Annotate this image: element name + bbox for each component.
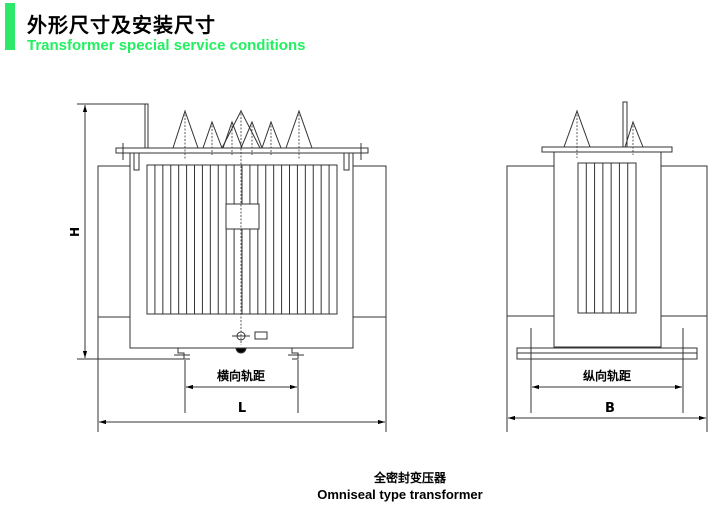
left-side-block xyxy=(506,165,555,317)
width-label: B xyxy=(605,401,615,416)
rail-label-side: 纵向轨距 xyxy=(583,368,631,383)
right-side-block xyxy=(660,165,708,317)
side-view xyxy=(506,101,708,432)
left-side-block xyxy=(97,165,131,318)
ground-icon xyxy=(235,347,247,354)
rail-label-front: 横向轨距 xyxy=(217,368,265,383)
caption-en: Omniseal type transformer xyxy=(317,487,483,502)
bushings-front xyxy=(172,109,313,160)
feet xyxy=(174,348,304,360)
right-side-block xyxy=(352,165,387,318)
accent-bar xyxy=(5,3,15,50)
caption-cn: 全密封变压器 xyxy=(373,471,446,485)
cover-plate xyxy=(115,147,369,154)
front-view xyxy=(77,103,387,432)
tank-side xyxy=(553,151,662,348)
radiator-fins-front xyxy=(146,164,338,315)
cover-plate-side xyxy=(541,146,673,153)
nameplate xyxy=(225,203,260,230)
title-en: Transformer special service conditions xyxy=(27,37,306,54)
title-cn: 外形尺寸及安装尺寸 xyxy=(27,13,216,37)
pole xyxy=(622,101,628,148)
radiator-fins-side xyxy=(577,162,637,314)
height-label: H xyxy=(68,227,82,237)
length-label: L xyxy=(238,401,246,416)
fin-frame xyxy=(577,162,637,314)
